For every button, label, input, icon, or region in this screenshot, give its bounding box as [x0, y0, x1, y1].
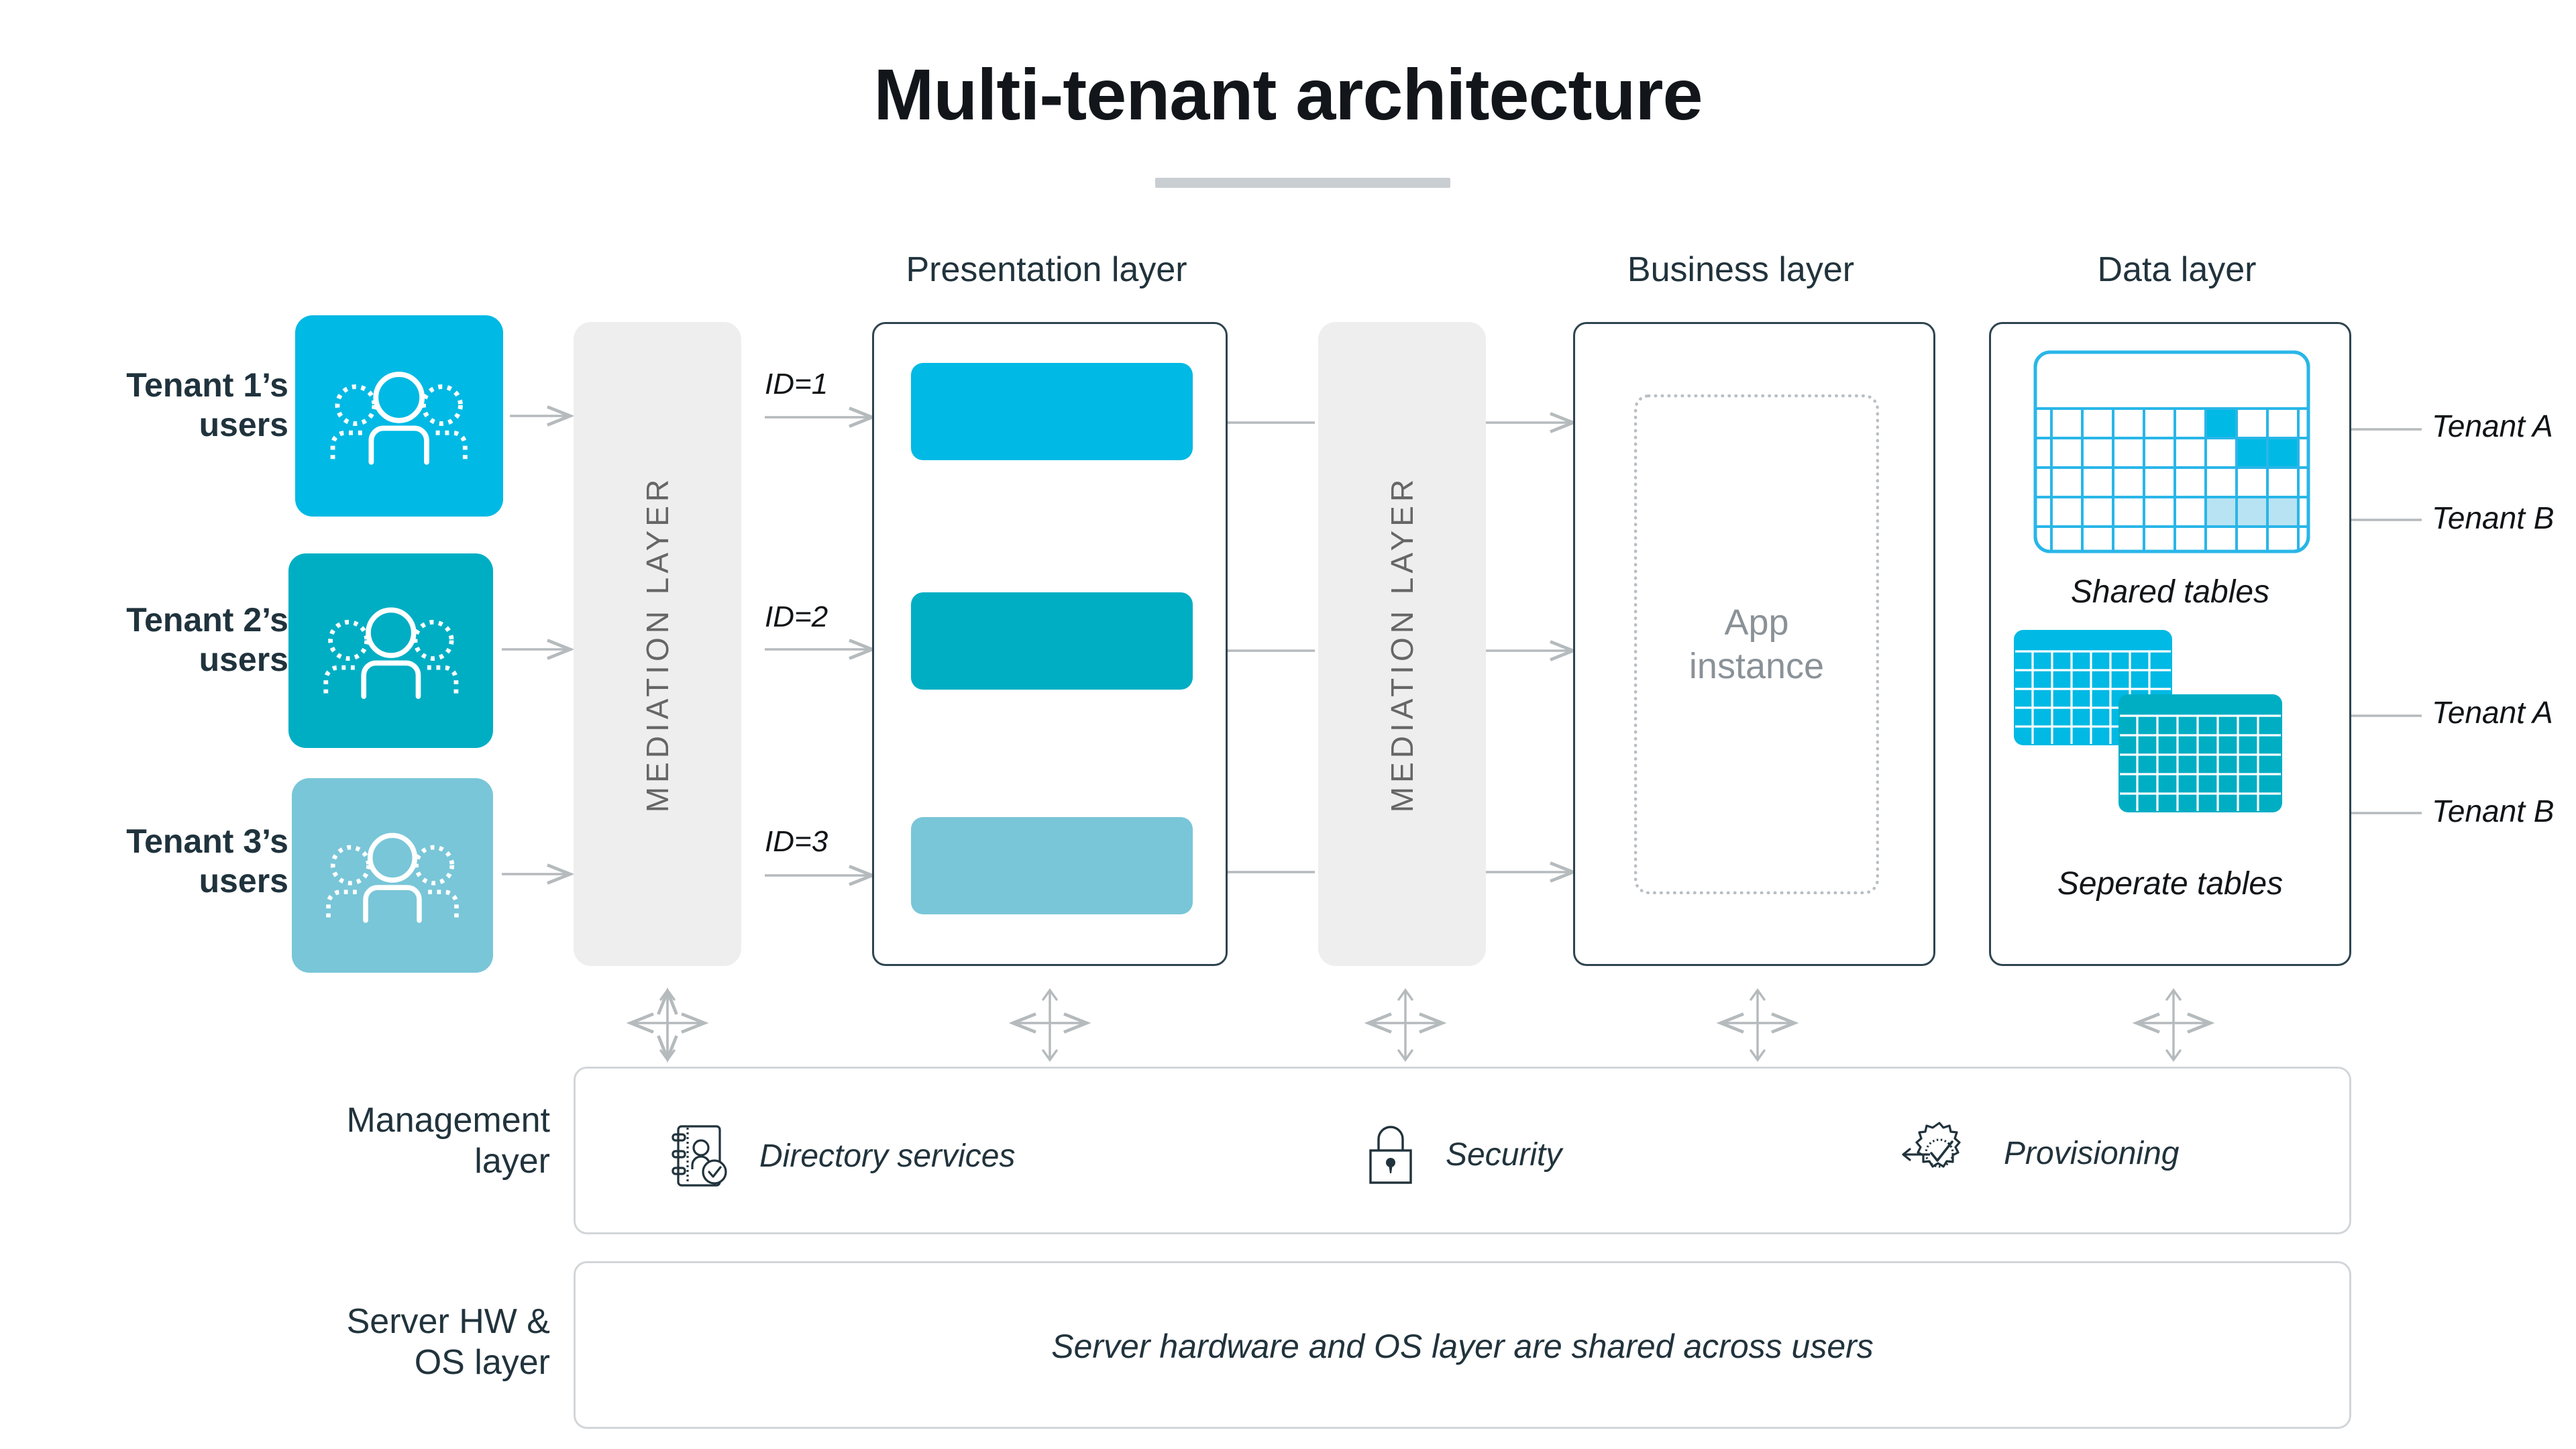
management-item-security[interactable]: Security: [1364, 1121, 1562, 1188]
vertical-arrow-mediation2: [1397, 988, 1413, 1062]
separate-tables-caption: Seperate tables: [2057, 866, 2284, 902]
vertical-arrow-business: [1750, 988, 1766, 1062]
id-label-1: ID=1: [765, 368, 828, 400]
shared-tables-caption: Shared tables: [2070, 574, 2270, 610]
presentation-layer-panel[interactable]: [872, 322, 1228, 966]
management-item-directory-services-label: Directory services: [759, 1138, 1016, 1174]
presentation-bar-tenant-3[interactable]: [911, 817, 1193, 914]
presentation-bar-tenant-1[interactable]: [911, 363, 1193, 460]
title-divider: [1155, 178, 1450, 188]
server-layer-panel[interactable]: Server hardware and OS layer are shared …: [574, 1261, 2351, 1429]
management-item-directory-services[interactable]: Directory services: [669, 1121, 1015, 1191]
address-book-check-icon: [672, 1125, 727, 1187]
presentation-bar-tenant-2[interactable]: [911, 592, 1193, 690]
mediation-layer-2-label: MEDIATION LAYER: [1385, 475, 1419, 813]
server-label-line2: OS layer: [414, 1343, 550, 1383]
id-label-2: ID=2: [765, 600, 828, 633]
server-layer-text: Server hardware and OS layer are shared …: [1051, 1328, 1874, 1365]
tenant-tile-2[interactable]: [288, 553, 493, 748]
shared-tenant-a-label: Tenant A: [2432, 409, 2553, 443]
management-layer-panel[interactable]: Directory services Security: [574, 1067, 2351, 1234]
management-item-provisioning-label: Provisioning: [2004, 1135, 2180, 1171]
id-label-3: ID=3: [765, 825, 828, 858]
tenant-label-1-line2: users: [199, 406, 288, 443]
server-layer-row-label: Server HW & OS layer: [221, 1301, 550, 1384]
vertical-arrow-presentation: [1042, 988, 1058, 1062]
page-title: Multi-tenant architecture: [873, 54, 1703, 135]
tenant-tile-1[interactable]: [295, 315, 503, 517]
tenant-label-1: Tenant 1’s users: [27, 366, 288, 445]
gear-check-icon: [1902, 1122, 1961, 1168]
management-layer-row-label: Management layer: [221, 1100, 550, 1183]
tenant-label-3-line2: users: [199, 862, 288, 900]
management-label-line1: Management: [346, 1101, 550, 1140]
app-instance-box[interactable]: App instance: [1634, 394, 1879, 894]
tenant-tile-3[interactable]: [292, 778, 493, 973]
app-instance-line1: App: [1724, 602, 1789, 643]
shared-tenant-b-label: Tenant B: [2432, 500, 2555, 535]
tenant-label-2-line1: Tenant 2’s: [126, 601, 288, 639]
data-layer-panel[interactable]: [1989, 322, 2351, 966]
management-item-provisioning[interactable]: Provisioning: [1900, 1117, 2179, 1189]
app-instance-line2: instance: [1688, 645, 1825, 686]
mediation-layer-1-label: MEDIATION LAYER: [640, 475, 675, 813]
padlock-icon: [1369, 1126, 1412, 1184]
tenant-label-1-line1: Tenant 1’s: [126, 366, 288, 404]
mediation-layer-2[interactable]: MEDIATION LAYER: [1318, 322, 1486, 966]
vertical-arrow-data: [2165, 988, 2182, 1062]
column-heading-presentation: Presentation layer: [906, 250, 1187, 289]
users-icon: [326, 833, 459, 923]
users-icon: [330, 372, 468, 465]
column-heading-data: Data layer: [2097, 250, 2257, 289]
management-item-security-label: Security: [1446, 1136, 1562, 1173]
users-icon: [323, 607, 458, 699]
tenant-label-3-line1: Tenant 3’s: [126, 822, 288, 860]
tenant-label-3: Tenant 3’s users: [27, 822, 288, 901]
mediation-layer-1[interactable]: MEDIATION LAYER: [574, 322, 741, 966]
tenant-label-2-line2: users: [199, 641, 288, 678]
management-label-line2: layer: [474, 1142, 550, 1181]
column-heading-business: Business layer: [1627, 250, 1855, 289]
shared-tables-graphic[interactable]: [2033, 350, 2311, 554]
vertical-arrow-mediation1: [659, 988, 676, 1062]
separate-tables-graphic[interactable]: [2010, 626, 2318, 827]
separate-tenant-b-label: Tenant B: [2432, 794, 2555, 828]
business-layer-panel[interactable]: App instance: [1573, 322, 1935, 966]
server-label-line1: Server HW &: [346, 1302, 550, 1341]
separate-tenant-a-label: Tenant A: [2432, 695, 2553, 730]
tenant-label-2: Tenant 2’s users: [27, 600, 288, 680]
